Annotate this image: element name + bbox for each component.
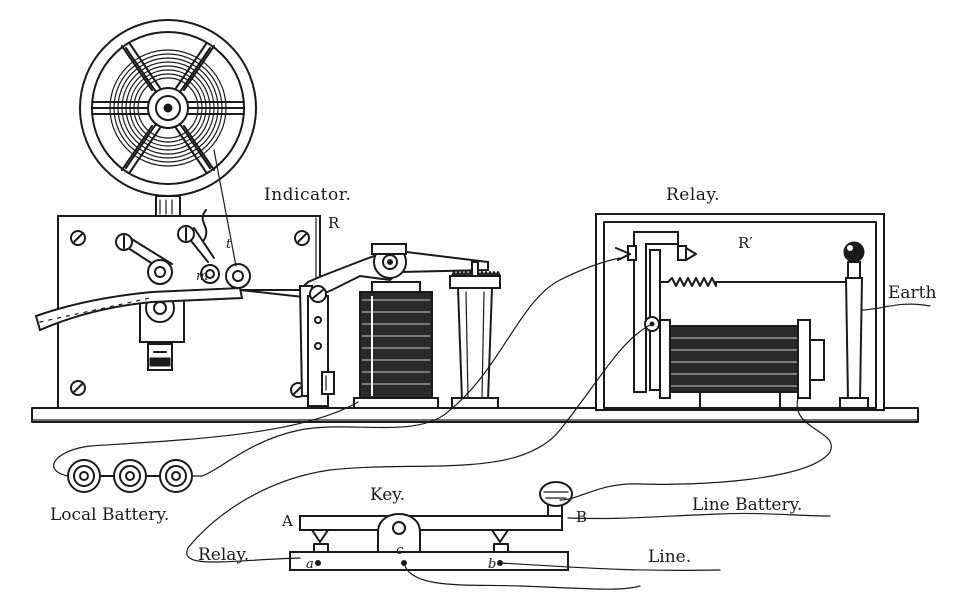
battery-cell-icon <box>113 459 147 493</box>
morse-key <box>289 481 573 571</box>
magnet-coil <box>353 281 439 409</box>
relay-title-label: Relay. <box>666 185 720 205</box>
labels: Indicator. Relay. R R′ Earth Local Batte… <box>50 185 937 572</box>
key-label: Key. <box>370 485 405 505</box>
battery-cell-icon <box>67 459 101 493</box>
local-battery-label: Local Battery. <box>50 505 169 525</box>
line-battery-label: Line Battery. <box>692 495 802 515</box>
local-battery-cells <box>67 459 193 493</box>
paper-strip <box>34 286 244 332</box>
label-b-lower: b <box>488 557 496 572</box>
label-m: m <box>196 269 208 284</box>
label-t: t <box>226 237 232 252</box>
label-a-lower: a <box>306 557 314 572</box>
paper-reel <box>79 19 257 217</box>
line-label: Line. <box>648 547 691 567</box>
indicator-plate <box>57 149 321 409</box>
armature-lever <box>239 243 489 407</box>
relay-box <box>595 213 885 411</box>
battery-cell-icon <box>159 459 193 493</box>
adjusting-pillar <box>449 261 501 409</box>
circuit-wires <box>53 257 931 590</box>
label-a-upper: A <box>281 512 293 530</box>
label-c-lower: c <box>396 543 404 558</box>
label-b-upper: B <box>576 508 587 526</box>
label-r: R <box>328 214 340 232</box>
label-r-prime: R′ <box>738 234 753 252</box>
relay-wire-label: Relay. <box>198 545 249 565</box>
earth-label: Earth <box>888 283 937 303</box>
indicator-label: Indicator. <box>264 185 351 205</box>
